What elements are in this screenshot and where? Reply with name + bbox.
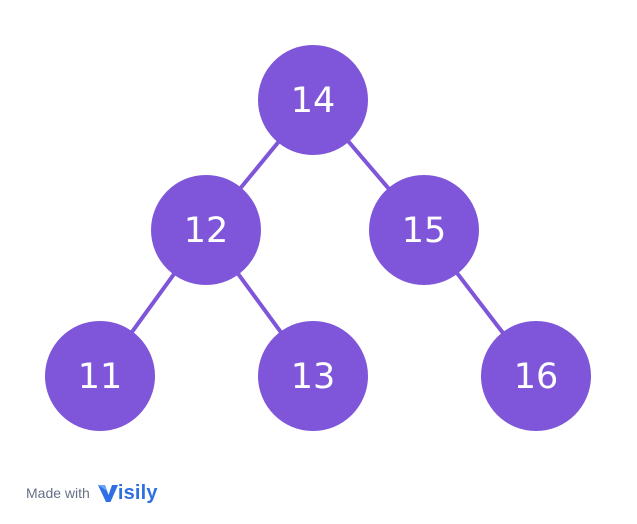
tree-node: 13 [258, 321, 368, 431]
made-with-label: Made with [26, 485, 90, 501]
visily-v-icon [97, 485, 118, 502]
tree-node-label: 16 [514, 357, 559, 397]
tree-node-circle [481, 321, 591, 431]
tree-node-label: 15 [402, 211, 447, 251]
tree-node-label: 11 [78, 357, 123, 397]
tree-node-circle [258, 45, 368, 155]
tree-node-circle [45, 321, 155, 431]
tree-node-label: 12 [184, 211, 229, 251]
tree-node-circle [369, 175, 479, 285]
tree-node: 15 [369, 175, 479, 285]
tree-node-label: 13 [291, 357, 336, 397]
visily-wordmark: isily [117, 481, 158, 504]
tree-node-circle [258, 321, 368, 431]
made-with-watermark: Made with isily [26, 478, 158, 508]
tree-node: 16 [481, 321, 591, 431]
tree-node-label: 14 [291, 81, 336, 121]
tree-node: 14 [258, 45, 368, 155]
visily-logo: isily [96, 481, 158, 505]
tree-node: 11 [45, 321, 155, 431]
tree-nodes: 14 12 15 11 13 16 [45, 45, 591, 431]
tree-node: 12 [151, 175, 261, 285]
tree-node-circle [151, 175, 261, 285]
